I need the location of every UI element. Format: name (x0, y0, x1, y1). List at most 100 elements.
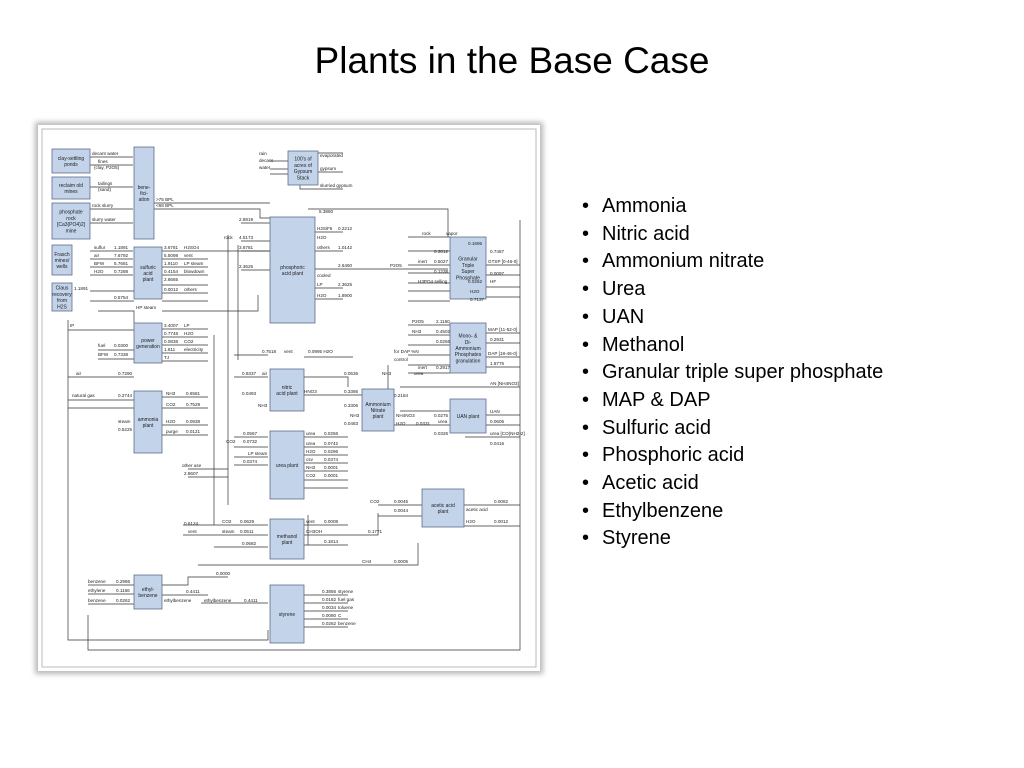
flow-label: 0.4411 (186, 589, 200, 594)
flow-label: 0.5754 (114, 295, 128, 300)
flow-label: 0.0682 (242, 541, 256, 546)
process-unit-box (51, 176, 91, 200)
flow-line (154, 202, 270, 219)
flow-label: 2.6460 (338, 263, 352, 268)
process-unit-box (269, 216, 316, 324)
flow-label: CH4 (362, 559, 372, 564)
flow-label: decant (259, 158, 274, 163)
flow-label: fuel gas (338, 597, 355, 602)
flow-label: 0.0331 (416, 421, 430, 426)
process-unit-box (421, 488, 465, 528)
flow-label: styrene (338, 589, 354, 594)
flow-label: 0.0605 (490, 419, 504, 424)
flow-label: steam (118, 419, 131, 424)
flow-label: 0.3012 (434, 249, 448, 254)
flow-label: urea (306, 431, 316, 436)
flow-label: inert (418, 365, 428, 370)
process-unit-box (133, 390, 163, 454)
flow-label: 0.0511 (240, 529, 254, 534)
flow-label: AN [NH4NO3] (490, 381, 519, 386)
flow-label: CO2 (226, 439, 236, 444)
flow-label: HF (490, 279, 496, 284)
flow-label: air (262, 371, 268, 376)
process-unit-box (51, 244, 73, 276)
flow-label: urea (438, 419, 448, 424)
flow-line (315, 231, 448, 300)
plant-list-item: Urea (580, 276, 883, 304)
flow-label: control (394, 357, 408, 362)
flow-label: inert (418, 259, 428, 264)
flow-label: H2O (184, 331, 194, 336)
flow-label: 2.8607 (184, 471, 198, 476)
flow-label: 3.4007 (164, 323, 178, 328)
slide-title: Plants in the Base Case (314, 40, 710, 81)
flow-label: 0.0080 (322, 613, 336, 618)
flow-label: 5.3860 (319, 209, 333, 214)
flow-label: fuel (98, 343, 105, 348)
flow-label: CO2 (166, 402, 176, 407)
flow-label: NH3 (382, 371, 392, 376)
flow-label: NH3 (412, 329, 422, 334)
flow-line (408, 324, 450, 374)
flow-label: urea (306, 441, 316, 446)
flow-label: 0.7518 (262, 349, 276, 354)
flow-line (408, 236, 450, 302)
flow-label: 0.0536 (344, 371, 358, 376)
flow-line (234, 354, 363, 396)
flow-label: 1.8775 (490, 361, 504, 366)
flow-label: H2SiF6 (317, 226, 333, 231)
process-unit-box (133, 246, 163, 300)
flow-label: 0.9337 (242, 371, 256, 376)
flow-label: 0.0005 (394, 559, 408, 564)
flow-label: 0.0275 (434, 413, 448, 418)
process-unit-box (51, 282, 73, 312)
process-unit-box (133, 146, 155, 240)
flow-label: 0.0629 (240, 519, 254, 524)
flow-label: vapor (446, 231, 458, 236)
flow-label: evaporated (320, 153, 343, 158)
flow-label: 0.4502 (436, 329, 450, 334)
process-unit-box (51, 148, 91, 174)
plant-list-item: Methanol (580, 332, 883, 360)
flow-label: 0.7288 (114, 269, 128, 274)
flow-label: 1.9110 (164, 261, 178, 266)
flow-label: 0.0034 (322, 605, 336, 610)
flow-label: 0.0483 (344, 421, 358, 426)
plant-list-item: Ethylbenzene (580, 498, 883, 526)
flow-label: 0.0121 (186, 429, 200, 434)
flow-label: benzene (338, 621, 356, 626)
flow-label: H2O (166, 419, 176, 424)
flow-line (188, 468, 520, 527)
process-unit-label: UAN plant (457, 414, 480, 420)
flow-label: 0.0082 (494, 499, 508, 504)
flow-label: H2O (306, 449, 316, 454)
flow-label: other use (182, 463, 202, 468)
flow-label: HP steam (136, 305, 156, 310)
flow-label: 0.0001 (324, 465, 338, 470)
flow-label: 0.2744 (118, 393, 132, 398)
flow-label: <68 BPL (156, 203, 174, 208)
diagram-border (41, 128, 537, 668)
flow-label: purge (166, 429, 178, 434)
flow-label: others (184, 287, 197, 292)
flow-line (183, 513, 419, 566)
flow-label: 0.0567 (243, 431, 257, 436)
process-unit-box (269, 430, 305, 500)
process-unit-box (449, 236, 487, 300)
flow-label: steam (222, 529, 235, 534)
flow-label: 0.0262 (322, 621, 336, 626)
flow-label: H3PO4 selling (418, 279, 448, 284)
flow-label: 0.0262 (468, 279, 482, 284)
plant-list-item: Ammonia (580, 193, 883, 221)
